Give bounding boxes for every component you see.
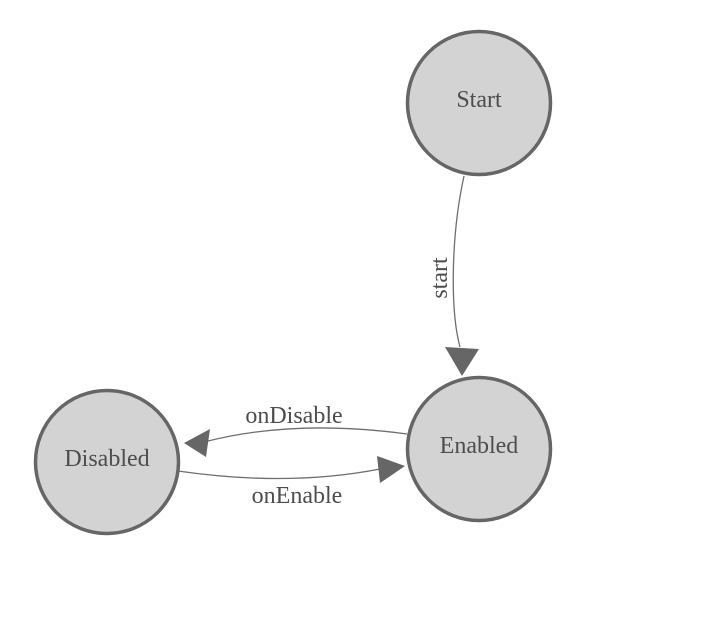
arrowhead-left-icon bbox=[184, 429, 210, 457]
state-circle-start[interactable] bbox=[405, 29, 553, 177]
edge-label-ondisable: onDisable bbox=[245, 403, 342, 429]
edge-enabled-to-disabled: onDisable bbox=[184, 403, 408, 457]
state-label-start: Start bbox=[456, 87, 502, 113]
edge-line-start bbox=[452, 175, 465, 348]
edge-line-ondisable bbox=[207, 427, 408, 442]
state-circle-enabled[interactable] bbox=[405, 375, 553, 523]
state-circle-disabled[interactable] bbox=[33, 388, 181, 536]
state-node-start[interactable]: Start bbox=[405, 29, 553, 177]
state-node-disabled[interactable]: Disabled bbox=[33, 388, 181, 536]
arrowhead-down-icon bbox=[445, 347, 479, 376]
edge-disabled-to-enabled: onEnable bbox=[177, 456, 405, 509]
state-label-disabled: Disabled bbox=[64, 446, 149, 472]
edge-line-onenable bbox=[177, 468, 381, 480]
edge-start-to-enabled: start bbox=[427, 175, 479, 376]
state-node-enabled[interactable]: Enabled bbox=[405, 375, 553, 523]
state-label-enabled: Enabled bbox=[440, 433, 519, 459]
arrowhead-right-icon bbox=[377, 456, 405, 483]
edge-label-onenable: onEnable bbox=[252, 483, 343, 509]
edge-label-start: start bbox=[427, 257, 453, 299]
